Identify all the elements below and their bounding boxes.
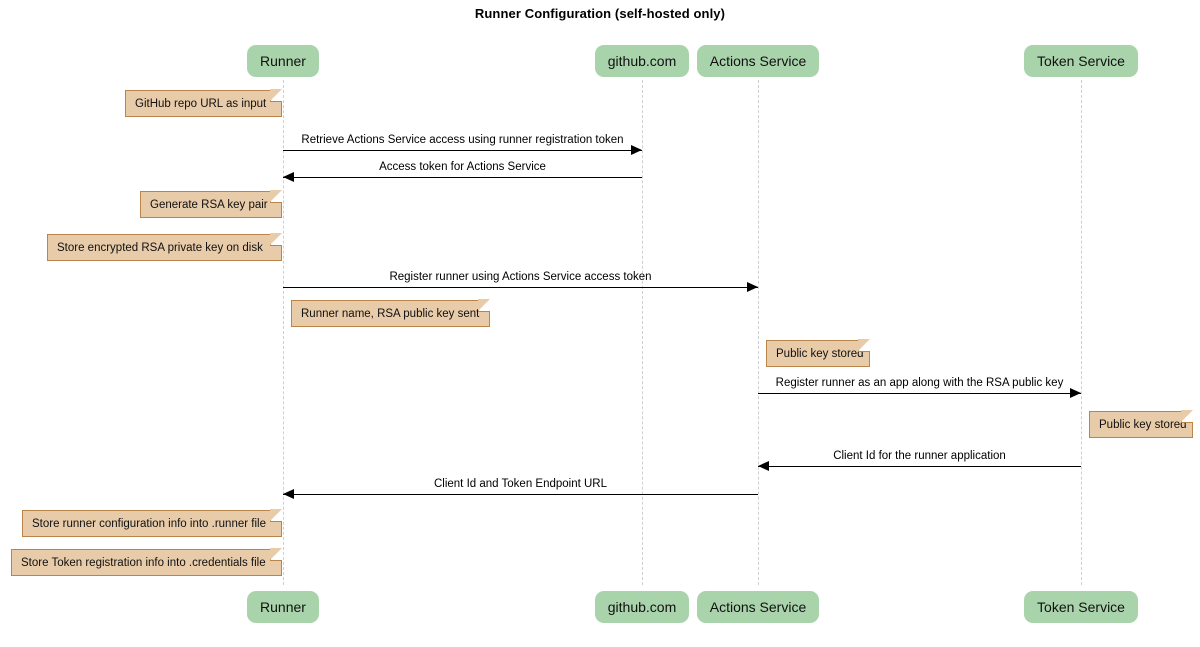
note-fold-corner-icon <box>478 299 490 312</box>
arrowhead-left-icon <box>283 172 294 182</box>
note-n5: Public key stored <box>766 339 870 367</box>
message-line-m4 <box>758 393 1081 394</box>
note-n7: Store runner configuration info into .ru… <box>22 509 282 537</box>
participant-label: Runner <box>260 53 306 69</box>
note-label: Public key stored <box>776 347 864 360</box>
participant-label: Token Service <box>1037 599 1125 615</box>
note-label: Store Token registration info into .cred… <box>21 556 266 569</box>
message-label-m6: Client Id and Token Endpoint URL <box>433 478 608 490</box>
note-n4: Runner name, RSA public key sent <box>291 299 490 327</box>
message-label-m1: Retrieve Actions Service access using ru… <box>301 134 624 146</box>
note-fold-corner-icon <box>270 509 282 522</box>
note-n8: Store Token registration info into .cred… <box>11 548 282 576</box>
message-line-m6 <box>283 494 758 495</box>
participant-actions-top[interactable]: Actions Service <box>696 45 820 77</box>
message-label-m5: Client Id for the runner application <box>833 450 1006 462</box>
participant-label: Actions Service <box>709 53 807 69</box>
arrowhead-left-icon <box>283 489 294 499</box>
message-line-m1 <box>283 150 642 151</box>
participant-token-top[interactable]: Token Service <box>1024 45 1138 77</box>
message-line-m2 <box>283 177 642 178</box>
participant-token-bottom[interactable]: Token Service <box>1024 591 1138 623</box>
message-line-m3 <box>283 287 758 288</box>
participant-actions-bottom[interactable]: Actions Service <box>696 591 820 623</box>
note-label: Store encrypted RSA private key on disk <box>57 241 263 254</box>
note-label: Public key stored <box>1099 418 1187 431</box>
note-fold-corner-icon <box>858 339 870 352</box>
note-label: GitHub repo URL as input <box>135 97 267 110</box>
participant-github-top[interactable]: github.com <box>594 45 690 77</box>
note-label: Generate RSA key pair <box>150 198 268 211</box>
participant-label: Token Service <box>1037 53 1125 69</box>
note-fold-corner-icon <box>270 190 282 203</box>
participant-label: github.com <box>607 599 677 615</box>
lifeline-actions <box>758 80 759 585</box>
participant-github-bottom[interactable]: github.com <box>594 591 690 623</box>
arrowhead-right-icon <box>1070 388 1081 398</box>
arrowhead-right-icon <box>747 282 758 292</box>
participant-label: Actions Service <box>709 599 807 615</box>
note-fold-corner-icon <box>270 233 282 246</box>
message-label-m3: Register runner using Actions Service ac… <box>389 271 652 283</box>
note-n1: GitHub repo URL as input <box>125 89 282 117</box>
note-fold-corner-icon <box>270 548 282 561</box>
arrowhead-left-icon <box>758 461 769 471</box>
lifeline-github <box>642 80 643 585</box>
note-n2: Generate RSA key pair <box>140 190 282 218</box>
lifeline-token <box>1081 80 1082 585</box>
note-label: Store runner configuration info into .ru… <box>32 517 266 530</box>
page-title: Runner Configuration (self-hosted only) <box>474 6 726 21</box>
note-n6: Public key stored <box>1089 410 1193 438</box>
note-n3: Store encrypted RSA private key on disk <box>47 233 282 261</box>
note-fold-corner-icon <box>1181 410 1193 423</box>
note-fold-corner-icon <box>270 89 282 102</box>
participant-label: github.com <box>607 53 677 69</box>
participant-label: Runner <box>260 599 306 615</box>
lifeline-runner <box>283 80 284 585</box>
participant-runner-bottom[interactable]: Runner <box>247 591 319 623</box>
note-label: Runner name, RSA public key sent <box>301 307 480 320</box>
participant-runner-top[interactable]: Runner <box>247 45 319 77</box>
arrowhead-right-icon <box>631 145 642 155</box>
message-label-m2: Access token for Actions Service <box>379 161 546 173</box>
message-line-m5 <box>758 466 1081 467</box>
message-label-m4: Register runner as an app along with the… <box>775 377 1064 389</box>
